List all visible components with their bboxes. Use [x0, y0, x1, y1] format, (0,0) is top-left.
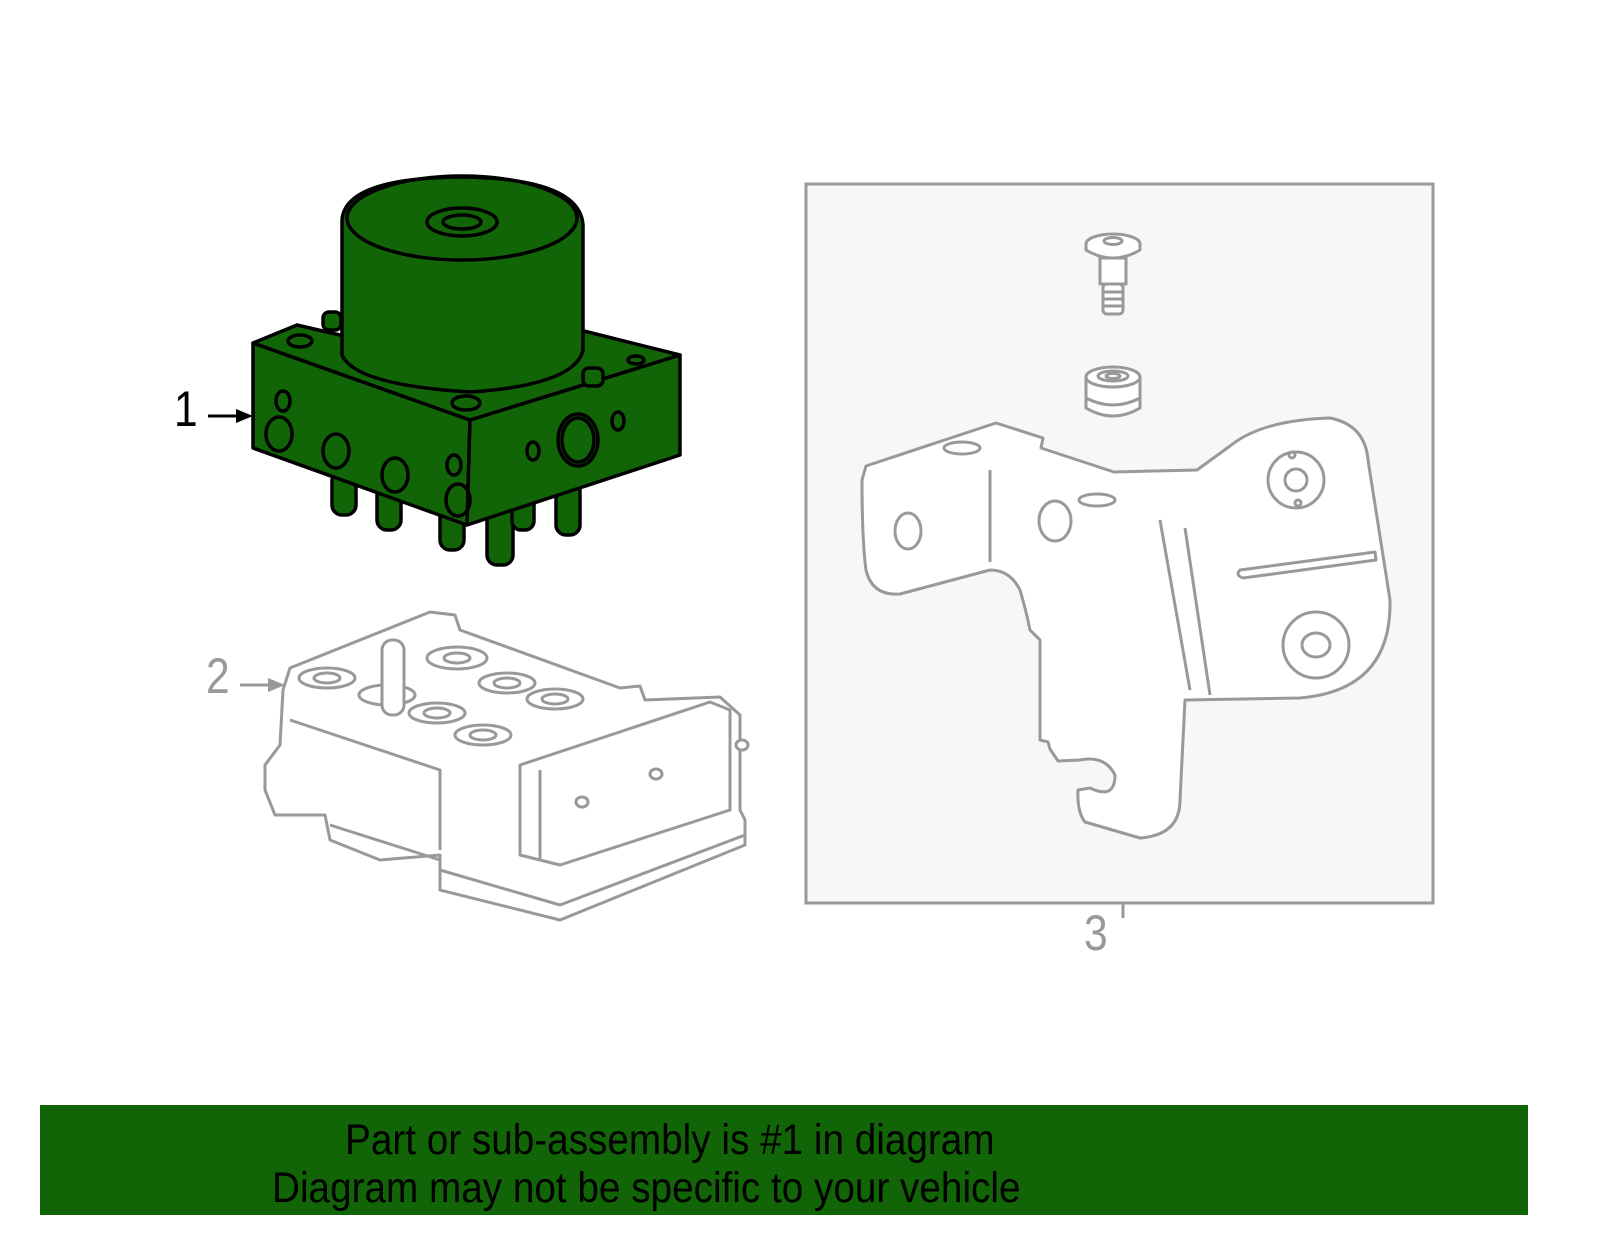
part-3-bolt — [1084, 232, 1142, 316]
part-3-bracket-kit[interactable] — [804, 182, 1435, 918]
banner-line-part-notice: Part or sub-assembly is #1 in diagram — [345, 1116, 995, 1164]
part-1-abs-modulator[interactable] — [251, 174, 682, 567]
part-2-control-module[interactable] — [263, 610, 750, 922]
part-3-bracket — [860, 416, 1392, 840]
notice-banner: Part or sub-assembly is #1 in diagram Di… — [40, 1105, 1528, 1215]
callout-label-3: 3 — [1084, 905, 1108, 961]
callout-1-arrow — [208, 409, 253, 423]
part-3-insulator — [1084, 365, 1142, 418]
callout-label-2: 2 — [206, 648, 230, 704]
banner-line-vehicle-disclaimer: Diagram may not be specific to your vehi… — [272, 1164, 1021, 1212]
callout-2-arrow — [240, 678, 285, 692]
callout-label-1: 1 — [174, 381, 198, 437]
